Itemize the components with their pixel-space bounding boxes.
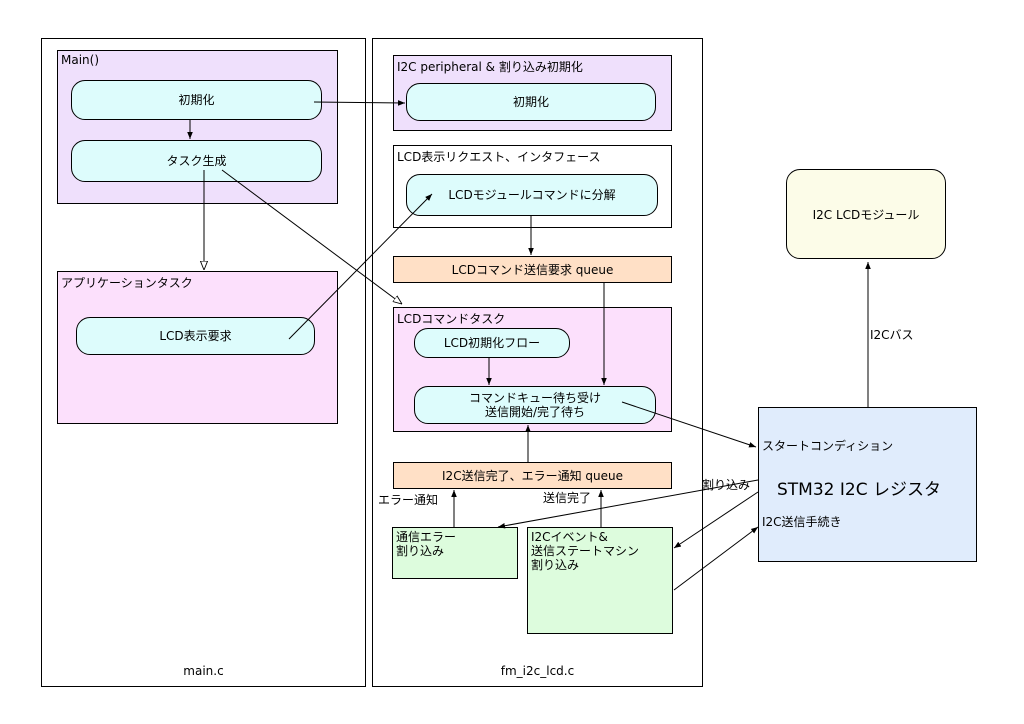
main-c-file-label: main.c [183,664,224,678]
lcd-interface-title: LCD表示リクエスト、インタフェース [397,150,601,164]
error-notify-label: エラー通知 [378,493,439,507]
i2c-event-isr-box: I2Cイベント& 送信ステートマシン 割り込み [527,527,673,634]
lcd-command-task-title: LCDコマンドタスク [397,312,506,326]
lcd-init-flow-step: LCD初期化フロー [414,328,570,358]
decompose-command-step: LCDモジュールコマンドに分解 [406,174,658,216]
lcd-display-request-step: LCD表示要求 [76,317,315,355]
lcd-command-queue: LCDコマンド送信要求 queue [393,256,672,283]
start-condition-label: スタートコンディション [762,439,894,453]
i2c-bus-label: I2Cバス [870,328,914,342]
i2c-lcd-module-box: I2C LCDモジュール [786,169,946,259]
task-create-step: タスク生成 [71,140,322,182]
main-function-title: Main() [61,53,100,67]
i2c-peripheral-init-title: I2C peripheral & 割り込み初期化 [397,60,583,74]
interrupt-label: 割り込み [702,478,751,492]
comm-error-isr-box: 通信エラー 割り込み [392,527,518,579]
application-task-title: アプリケーションタスク [61,276,193,290]
comm-error-isr-label: 通信エラー 割り込み [396,530,457,558]
i2c-init-step: 初期化 [406,83,656,121]
command-wait-step: コマンドキュー待ち受け 送信開始/完了待ち [414,386,656,424]
stm32-i2c-register-box: スタートコンディション STM32 I2C レジスタ I2C送信手続き [758,407,977,562]
i2c-event-isr-label: I2Cイベント& 送信ステートマシン 割り込み [531,530,640,572]
send-done-label: 送信完了 [543,491,592,505]
i2c-lcd-module-label: I2C LCDモジュール [812,207,920,222]
main-init-step: 初期化 [71,80,322,120]
fm-i2c-lcd-c-file-label: fm_i2c_lcd.c [500,664,575,678]
stm32-title: STM32 I2C レジスタ [777,480,941,500]
i2c-send-procedure-label: I2C送信手続き [762,515,842,529]
i2c-notify-queue: I2C送信完了、エラー通知 queue [393,462,672,489]
